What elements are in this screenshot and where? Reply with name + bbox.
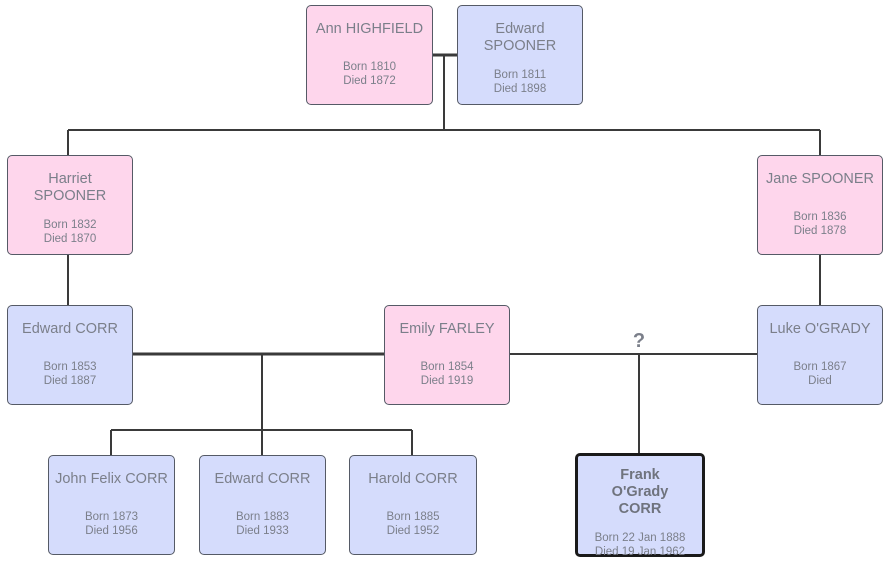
birth-year: Born 1883 bbox=[235, 511, 290, 523]
death-year: Died 1878 bbox=[793, 225, 847, 237]
birth-year: Born 1853 bbox=[43, 361, 97, 373]
person-dates: Born 1867 Died bbox=[758, 360, 882, 388]
person-card-harriet-spooner[interactable]: Harriet SPOONER Born 1832 Died 1870 bbox=[7, 155, 133, 255]
person-card-edward-spooner[interactable]: Edward SPOONER Born 1811 Died 1898 bbox=[457, 5, 583, 105]
person-card-luke-ogrady[interactable]: Luke O'GRADY Born 1867 Died bbox=[757, 305, 883, 405]
person-card-emily-farley[interactable]: Emily FARLEY Born 1854 Died 1919 bbox=[384, 305, 510, 405]
person-card-edward-corr-1853[interactable]: Edward CORR Born 1853 Died 1887 bbox=[7, 305, 133, 405]
person-name: Jane SPOONER bbox=[766, 171, 874, 187]
death-year: Died 1933 bbox=[236, 525, 289, 537]
person-name: Emily FARLEY bbox=[399, 321, 495, 337]
person-card-ann-highfield[interactable]: Ann HIGHFIELD Born 1810 Died 1872 bbox=[306, 5, 433, 105]
birth-year: Born 1867 bbox=[793, 361, 847, 373]
person-name: Harold CORR bbox=[368, 471, 458, 487]
person-dates: Born 22 Jan 1888 Died 19 Jan 1962 bbox=[578, 531, 702, 559]
death-year: Died 1872 bbox=[343, 75, 396, 87]
person-dates: Born 1811 Died 1898 bbox=[458, 68, 582, 96]
person-name: Edward SPOONER bbox=[483, 21, 557, 54]
person-card-jane-spooner[interactable]: Jane SPOONER Born 1836 Died 1878 bbox=[757, 155, 883, 255]
birth-year: Born 1873 bbox=[84, 511, 139, 523]
death-year: Died 1898 bbox=[493, 83, 547, 95]
person-name: Luke O'GRADY bbox=[769, 321, 871, 337]
death-date: Died 19 Jan 1962 bbox=[594, 546, 686, 558]
unknown-relationship-marker: ? bbox=[632, 330, 646, 352]
person-name: Ann HIGHFIELD bbox=[315, 21, 424, 37]
birth-year: Born 1811 bbox=[493, 69, 547, 81]
person-name: Edward CORR bbox=[22, 321, 118, 337]
person-dates: Born 1883 Died 1933 bbox=[200, 510, 325, 538]
birth-year: Born 1810 bbox=[342, 61, 397, 73]
person-name: Frank O'Grady CORR bbox=[611, 467, 669, 517]
person-card-john-felix-corr[interactable]: John Felix CORR Born 1873 Died 1956 bbox=[48, 455, 175, 555]
person-dates: Born 1832 Died 1870 bbox=[8, 218, 132, 246]
person-dates: Born 1810 Died 1872 bbox=[307, 60, 432, 88]
person-dates: Born 1885 Died 1952 bbox=[350, 510, 476, 538]
person-dates: Born 1836 Died 1878 bbox=[758, 210, 882, 238]
person-name: Harriet SPOONER bbox=[33, 171, 107, 204]
death-year: Died 1956 bbox=[85, 525, 138, 537]
death-year: Died 1887 bbox=[43, 375, 97, 387]
birth-date: Born 22 Jan 1888 bbox=[594, 532, 686, 544]
person-dates: Born 1854 Died 1919 bbox=[385, 360, 509, 388]
person-name: Edward CORR bbox=[214, 471, 311, 487]
birth-year: Born 1836 bbox=[793, 211, 847, 223]
person-card-edward-corr-1883[interactable]: Edward CORR Born 1883 Died 1933 bbox=[199, 455, 326, 555]
death-year: Died 1952 bbox=[386, 525, 440, 537]
birth-year: Born 1885 bbox=[386, 511, 440, 523]
death-year: Died 1870 bbox=[43, 233, 97, 245]
person-dates: Born 1873 Died 1956 bbox=[49, 510, 174, 538]
person-dates: Born 1853 Died 1887 bbox=[8, 360, 132, 388]
person-name: John Felix CORR bbox=[55, 471, 168, 487]
person-card-frank-ogrady-corr[interactable]: Frank O'Grady CORR Born 22 Jan 1888 Died… bbox=[575, 453, 705, 559]
birth-year: Born 1854 bbox=[420, 361, 474, 373]
death-year: Died bbox=[808, 375, 832, 387]
person-card-harold-corr[interactable]: Harold CORR Born 1885 Died 1952 bbox=[349, 455, 477, 555]
birth-year: Born 1832 bbox=[43, 219, 97, 231]
death-year: Died 1919 bbox=[420, 375, 474, 387]
